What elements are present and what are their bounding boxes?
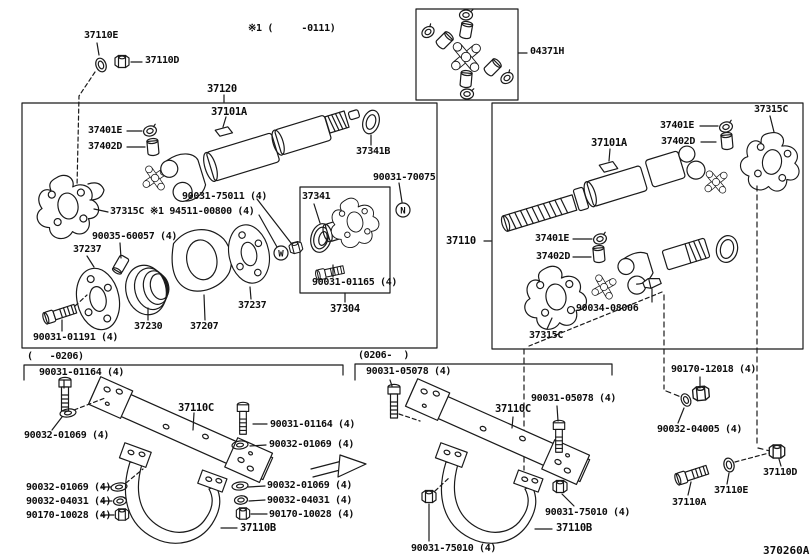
label-37315C-left[interactable]: 37315C: [110, 206, 145, 217]
ujoint-kit-drawing: [419, 9, 528, 100]
label-37402D-r1[interactable]: 37402D: [661, 136, 696, 147]
label-37237-a[interactable]: 37237: [73, 244, 102, 255]
rear-shaft-box: [491, 102, 804, 350]
label-90035-60057[interactable]: 90035-60057 (4): [92, 231, 178, 242]
rear-shaft-lower-drawing: [518, 231, 739, 347]
diagram-code: 370260A: [763, 544, 810, 557]
label-37341B[interactable]: 37341B: [356, 146, 391, 157]
center-support-washer-nut-drawing: [76, 42, 143, 188]
note-late-range: (0206- ): [358, 350, 410, 361]
label-37110B-1[interactable]: 37110B: [240, 522, 276, 534]
label-37401E-left[interactable]: 37401E: [88, 125, 123, 136]
label-90032-01069-b[interactable]: 90032-01069 (4): [269, 439, 355, 450]
svg-text:W: W: [278, 249, 284, 259]
label-90032-01069-c[interactable]: 90032-01069 (4): [26, 482, 112, 493]
label-90032-01069-d[interactable]: 90032-01069 (4): [267, 480, 353, 491]
label-37341[interactable]: 37341: [302, 191, 331, 202]
label-90170-12018[interactable]: 90170-12018 (4): [671, 364, 757, 375]
label-37402D-left[interactable]: 37402D: [88, 141, 123, 152]
note-early-range: ( -0206): [27, 351, 84, 362]
label-90031-01191[interactable]: 90031-01191 (4): [33, 332, 119, 343]
label-37110C-2[interactable]: 37110C: [495, 403, 531, 415]
label-90032-04031-a[interactable]: 90032-04031 (4): [26, 496, 112, 507]
label-37110D-b[interactable]: 37110D: [763, 467, 798, 478]
label-90032-04005[interactable]: 90032-04005 (4): [657, 424, 743, 435]
label-90031-75010-a[interactable]: 90031-75010 (4): [545, 507, 631, 518]
label-37304[interactable]: 37304: [330, 303, 360, 315]
label-37110B-2[interactable]: 37110B: [556, 522, 592, 534]
rear-shaft-upper-drawing: [483, 115, 805, 242]
label-37237-b[interactable]: 37237: [238, 300, 267, 311]
svg-text:N: N: [400, 206, 405, 216]
label-90031-01165[interactable]: 90031-01165 (4): [312, 277, 398, 288]
label-37401E-r2[interactable]: 37401E: [535, 233, 570, 244]
front-shaft-drawing: [30, 94, 380, 243]
label-37110D-top[interactable]: 37110D: [145, 55, 180, 66]
label-37110[interactable]: 37110: [446, 235, 476, 247]
early-bracket-drawing: [51, 376, 275, 544]
front-shaft-box: [21, 102, 438, 349]
label-04371H[interactable]: 04371H: [530, 46, 565, 57]
label-90031-75010-b[interactable]: 90031-75010 (4): [411, 543, 497, 554]
ujoint-kit-box: [415, 8, 519, 101]
label-37315C-r1[interactable]: 37315C: [754, 104, 789, 115]
label-90170-10028-b[interactable]: 90170-10028 (4): [269, 509, 355, 520]
label-37101A-r[interactable]: 37101A: [591, 137, 627, 149]
label-37315C-r2[interactable]: 37315C: [529, 330, 564, 341]
label-37110E-top[interactable]: 37110E: [84, 30, 119, 41]
early-variant-bracket: [23, 364, 344, 381]
label-90031-05078-a[interactable]: 90031-05078 (4): [366, 366, 452, 377]
label-90170-10028-a[interactable]: 90170-10028 (4): [26, 510, 112, 521]
label-37230[interactable]: 37230: [134, 321, 163, 332]
label-90031-01164-a[interactable]: 90031-01164 (4): [39, 367, 125, 378]
label-37110C-1[interactable]: 37110C: [178, 402, 214, 414]
label-37101A-left[interactable]: 37101A: [211, 106, 247, 118]
seal-kit-drawing: [310, 193, 384, 303]
label-94511-00800[interactable]: ※1 94511-00800 (4): [150, 206, 255, 217]
label-90031-01164-b[interactable]: 90031-01164 (4): [270, 419, 356, 430]
label-90031-05078-b[interactable]: 90031-05078 (4): [531, 393, 617, 404]
label-37110E-b[interactable]: 37110E: [714, 485, 749, 496]
note-top-variant: ※1 ( -0111): [248, 23, 336, 34]
label-37110A-b[interactable]: 37110A: [672, 497, 707, 508]
label-37402D-r2[interactable]: 37402D: [536, 251, 571, 262]
label-90032-04031-b[interactable]: 90032-04031 (4): [267, 495, 353, 506]
label-37207[interactable]: 37207: [190, 321, 219, 332]
loose-hardware-drawing: [673, 376, 786, 496]
label-37401E-r1[interactable]: 37401E: [660, 120, 695, 131]
label-90031-75011[interactable]: 90031-75011 (4): [182, 191, 268, 202]
label-90034-08006[interactable]: 90034-08006: [576, 303, 639, 314]
center-bearing-drawing: [41, 198, 304, 335]
late-variant-bracket: [354, 363, 613, 381]
change-arrow: [310, 454, 367, 478]
label-90031-70075[interactable]: 90031-70075: [373, 172, 436, 183]
symbol-N: N: [395, 182, 411, 218]
late-bracket-drawing: [387, 378, 592, 544]
symbol-W: W: [273, 245, 289, 261]
label-37120[interactable]: 37120: [207, 83, 237, 95]
label-90032-01069-a[interactable]: 90032-01069 (4): [24, 430, 110, 441]
